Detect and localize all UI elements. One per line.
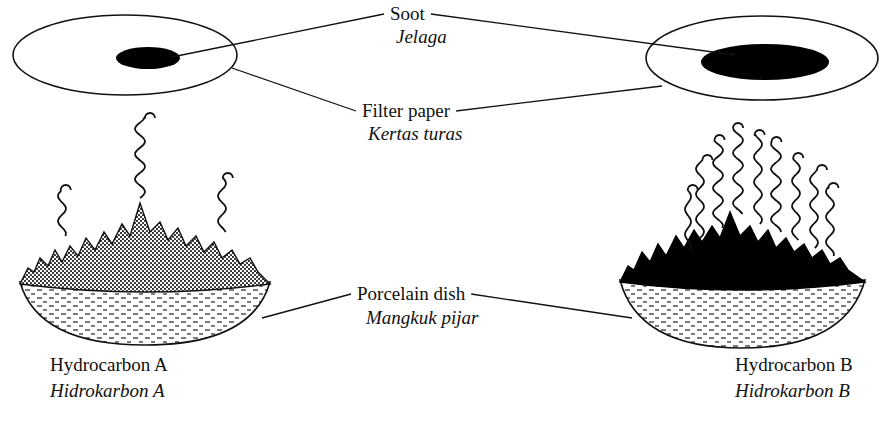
malay-label: Jelaga bbox=[396, 26, 447, 48]
english-label: Porcelain dish bbox=[357, 283, 465, 305]
filter-paper bbox=[13, 15, 237, 95]
english-label: Hydrocarbon B bbox=[735, 354, 853, 376]
smoke bbox=[771, 137, 781, 232]
leader-line bbox=[262, 294, 351, 318]
flame bbox=[620, 212, 865, 290]
malay-label: Mangkuk pijar bbox=[366, 307, 478, 329]
leader-line bbox=[232, 68, 356, 111]
leader-line bbox=[471, 294, 632, 318]
smoke bbox=[754, 130, 765, 224]
soot-spot bbox=[701, 44, 829, 80]
smoke bbox=[733, 123, 743, 214]
smoke bbox=[58, 185, 71, 236]
flame bbox=[20, 203, 270, 292]
leader-line bbox=[456, 86, 662, 111]
smoke bbox=[826, 183, 838, 256]
smoke bbox=[713, 135, 725, 228]
leader-line bbox=[172, 14, 384, 57]
soot-spot bbox=[116, 47, 180, 69]
english-label: Filter paper bbox=[362, 100, 450, 122]
filter-paper bbox=[646, 16, 878, 100]
smoke bbox=[135, 113, 155, 198]
leader-line bbox=[431, 14, 735, 55]
smoke bbox=[810, 165, 827, 248]
malay-label: Hidrokarbon B bbox=[735, 380, 850, 402]
smoke bbox=[685, 185, 698, 250]
smoke bbox=[696, 155, 712, 238]
malay-label: Kertas turas bbox=[368, 123, 463, 145]
malay-label: Hidrokarbon A bbox=[50, 380, 165, 402]
english-label: Soot bbox=[390, 3, 425, 25]
smoke bbox=[792, 153, 803, 240]
smoke bbox=[218, 173, 233, 232]
english-label: Hydrocarbon A bbox=[50, 354, 168, 376]
